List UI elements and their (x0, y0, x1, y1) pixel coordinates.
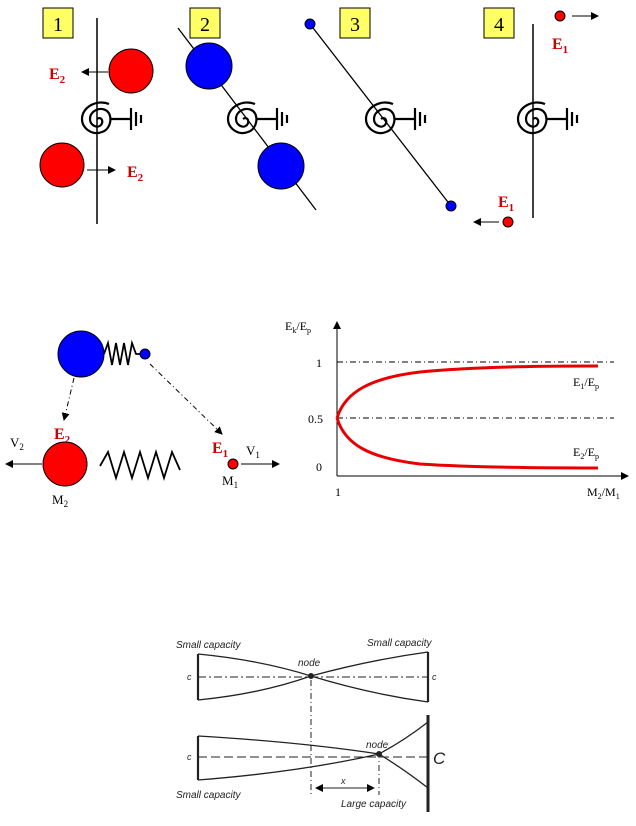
panel-1-mass-upper (108, 48, 154, 94)
mass-m2 (42, 441, 88, 487)
label-c-bottom-left: c (187, 752, 192, 762)
panel-3-mass-lower (445, 200, 457, 212)
label-v1: V1 (246, 443, 260, 460)
decay-diagram: E2 E1 V2 M2 V1 M1 (5, 330, 280, 509)
panel-1: 1 E2 E2 (39, 7, 154, 224)
panel-1-mass-lower (39, 142, 85, 188)
label-large-capacity: Large capacity (341, 799, 407, 810)
mass-small-blue (139, 348, 151, 360)
label-small-capacity-tr: Small capacity (367, 638, 432, 649)
tick-y-0: 0 (316, 460, 322, 474)
capacity-sketch (196, 651, 430, 812)
spring-relaxed (99, 448, 181, 482)
panel-1-e2-upper: E2 (49, 66, 66, 86)
panel-2-mass-upper (185, 42, 233, 90)
mass-m1 (227, 458, 239, 470)
capacity-sketch-labels: Small capacity Small capacity node c c c… (176, 638, 446, 810)
panel-2: 2 (177, 7, 317, 211)
spiral-spring-icon (364, 101, 427, 135)
top-node-dot (308, 673, 314, 679)
panel-4-e1-lower: E1 (498, 194, 514, 214)
chart-xlabel: M2/M1 (587, 485, 620, 501)
label-node-bottom: node (366, 740, 389, 751)
bottom-envelope-upper (197, 721, 429, 755)
dashed-arrow-right (149, 363, 223, 435)
chart-ylabel: Ek/Ep (285, 319, 311, 335)
panel-3: 3 (304, 7, 457, 212)
label-node-top: node (298, 658, 321, 669)
tick-x-1: 1 (335, 485, 341, 499)
mass-large-blue (57, 330, 105, 378)
label-c-top-right: c (432, 672, 437, 682)
series-e1-curve (335, 364, 599, 419)
panel-4-number-box (483, 7, 515, 39)
dashed-arrow-left (61, 377, 75, 421)
top-envelope-lower (197, 675, 429, 703)
label-x: x (340, 776, 346, 786)
panel-2-number-box (189, 7, 221, 39)
panel-2-number: 2 (200, 14, 210, 36)
panel-4-mass-lower (502, 216, 514, 228)
series-e2-label: E2/Ep (573, 445, 599, 461)
label-m1: M1 (222, 473, 238, 490)
series-e1-label: E1/Ep (573, 375, 599, 391)
panel-1-number: 1 (53, 14, 63, 36)
tick-y-0.5: 0.5 (308, 412, 323, 426)
bottom-node-dot (376, 751, 382, 757)
label-e1: E1 (212, 440, 228, 460)
series-e2-curve (335, 417, 599, 470)
panel-1-number-box (42, 7, 74, 39)
label-m2: M2 (52, 492, 68, 509)
spiral-spring-icon (226, 101, 289, 135)
panel-3-axis (309, 23, 452, 207)
label-v2: V2 (10, 435, 24, 452)
panel-3-number: 3 (350, 14, 360, 36)
panel-4-e1-upper: E1 (552, 36, 568, 56)
tick-y-1: 1 (316, 356, 322, 370)
bottom-envelope-lower (197, 753, 429, 789)
panel-4: 4 E1 E1 (473, 7, 599, 228)
label-c-top-left: c (187, 672, 192, 682)
spring-compressed (103, 339, 140, 366)
panel-4-number: 4 (494, 14, 504, 36)
label-small-capacity-bl: Small capacity (176, 790, 241, 801)
spiral-spring-icon (516, 101, 579, 135)
label-c-bottom-right: C (433, 749, 446, 768)
panel-3-mass-upper (304, 18, 316, 30)
label-e2: E2 (54, 426, 71, 446)
panel-3-number-box (339, 7, 371, 39)
panel-2-mass-lower (257, 142, 305, 190)
spiral-spring-icon (80, 101, 143, 135)
panel-4-mass-upper (554, 10, 566, 22)
energy-chart: Ek/Ep M2/M1 1 0.5 0 1 E1/Ep E2/Ep (285, 319, 629, 501)
panel-1-e2-lower: E2 (127, 164, 144, 184)
label-small-capacity-tl: Small capacity (176, 640, 241, 651)
